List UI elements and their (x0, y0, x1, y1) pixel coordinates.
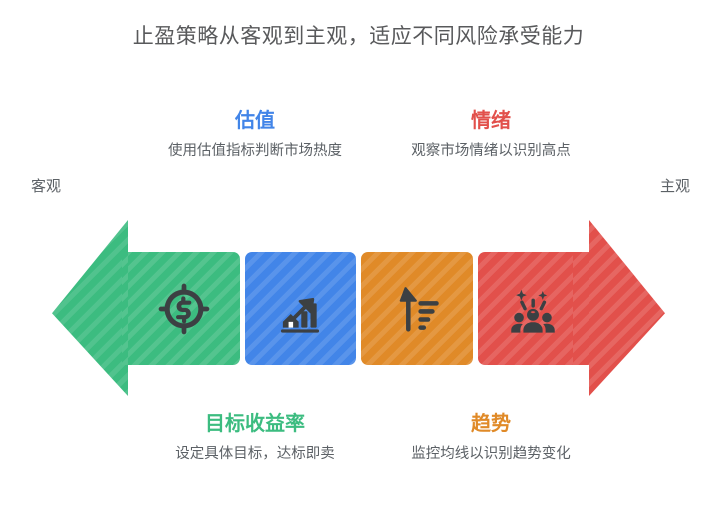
stage-box-sentiment[interactable] (477, 252, 589, 365)
stage-box-valuation[interactable] (244, 252, 356, 365)
callout-blurb-target-return: 设定具体目标，达标即卖 (175, 446, 335, 462)
axis-label-subjective: 主观 (659, 178, 690, 195)
target-dollar-icon (155, 280, 213, 338)
callout-target-return: 目标收益率 设定具体目标，达标即卖 (160, 411, 350, 465)
bar-chart-growth-icon (271, 280, 329, 338)
stage-box-target-return[interactable] (128, 252, 240, 365)
axis-label-objective: 客观 (31, 178, 62, 195)
callout-headline-trend: 趋势 (471, 413, 511, 435)
stage-box-trend[interactable] (361, 252, 473, 365)
callout-valuation: 估值 使用估值指标判断市场热度 (160, 108, 350, 162)
callout-headline-sentiment: 情绪 (471, 110, 511, 132)
callout-blurb-sentiment: 观察市场情绪以识别高点 (411, 143, 571, 159)
callout-trend: 趋势 监控均线以识别趋势变化 (396, 411, 586, 465)
arrow-band (52, 220, 665, 396)
stage-box-group (128, 252, 589, 365)
callout-sentiment: 情绪 观察市场情绪以识别高点 (396, 108, 586, 162)
callout-blurb-trend: 监控均线以识别趋势变化 (411, 446, 571, 462)
callout-headline-valuation: 估值 (235, 110, 275, 132)
callout-blurb-valuation: 使用估值指标判断市场热度 (168, 143, 342, 159)
arrowhead-right-icon (589, 220, 665, 396)
crowd-sparkle-icon (504, 280, 562, 338)
up-arrow-bars-icon (388, 280, 446, 338)
callout-headline-target-return: 目标收益率 (205, 413, 305, 435)
arrowhead-left-icon (52, 220, 128, 396)
page-title: 止盈策略从客观到主观，适应不同风险承受能力 (132, 25, 585, 48)
